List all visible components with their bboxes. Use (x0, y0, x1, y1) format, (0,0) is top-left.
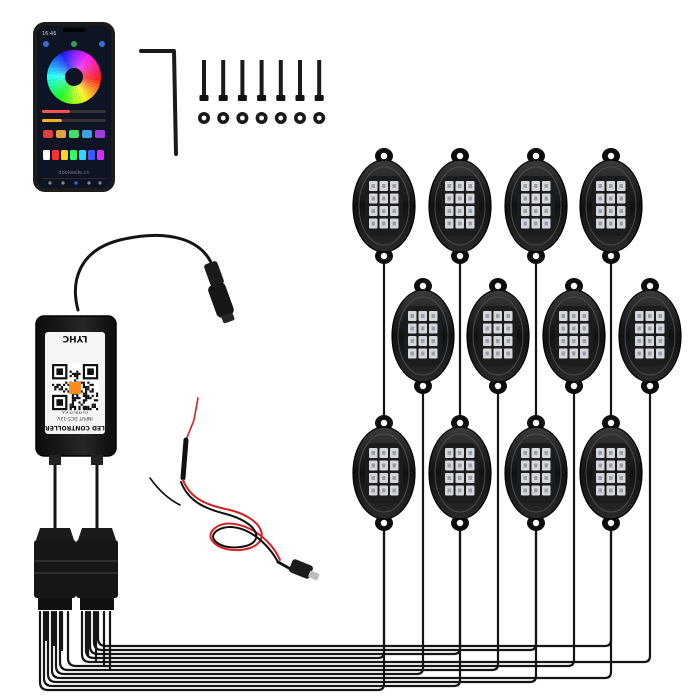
nut (198, 112, 210, 124)
power-icon (71, 41, 77, 47)
speed-slider (42, 119, 106, 122)
nut (313, 112, 326, 124)
pod-wire (96, 529, 613, 648)
led-rock-light-pod (428, 415, 492, 531)
nut (294, 112, 306, 124)
dc-male-plug (289, 559, 320, 581)
led-chip-grid (521, 448, 551, 496)
led-chip-grid (483, 311, 513, 359)
bluetooth-logo (69, 382, 81, 394)
menu-icon (43, 41, 49, 47)
screw (257, 60, 267, 101)
nut (274, 112, 287, 124)
color-swatch (61, 150, 68, 160)
splitter-connector-right (76, 528, 118, 610)
led-rock-light-pod (352, 415, 416, 531)
color-swatch (88, 150, 95, 160)
led-chip-grid (408, 311, 438, 359)
pod-wire (50, 262, 613, 680)
smartphone: 16:46 doolwelle.cn (33, 22, 115, 192)
led-rock-light-pod (579, 415, 643, 531)
color-swatch (52, 150, 59, 160)
led-rock-light-pod (579, 148, 643, 264)
screw (237, 60, 247, 101)
screw (295, 60, 305, 101)
led-chip-grid (369, 448, 399, 496)
settings-icon (99, 41, 105, 47)
led-chip-grid (635, 311, 665, 359)
mode-buttons (43, 130, 105, 138)
mounting-screws (198, 60, 326, 124)
brightness-slider (42, 110, 106, 113)
screw (276, 60, 286, 101)
led-chip-grid (559, 311, 589, 359)
led-rock-light-pod (352, 148, 416, 264)
controller-spec-1: INPUT DC5-12V (56, 415, 92, 421)
led-chip-grid (369, 181, 399, 229)
led-rock-light-pod (391, 278, 455, 394)
color-swatch (79, 150, 86, 160)
power-cable (73, 233, 216, 312)
mode-button (56, 130, 66, 138)
pod-wire (80, 392, 652, 664)
nut (217, 112, 230, 124)
led-rock-light-pod (542, 278, 606, 394)
controller-title: LED CONTROLLER (45, 424, 105, 431)
power-lead (149, 397, 298, 574)
hex-key (139, 49, 178, 156)
led-chip-grid (445, 448, 475, 496)
nut (236, 112, 249, 124)
led-chip-grid (596, 181, 626, 229)
pod-wire-harness (38, 262, 652, 692)
led-chip-grid (596, 448, 626, 496)
color-swatch (43, 150, 50, 160)
splitter-connector-left (34, 528, 76, 610)
color-swatch (97, 150, 104, 160)
mode-button (69, 130, 79, 138)
screw (314, 60, 324, 101)
mode-button (95, 130, 105, 138)
pod-wire (58, 392, 500, 672)
color-swatches (43, 150, 104, 160)
led-rock-light-pod (504, 415, 568, 531)
controller-brand: LYHC (62, 333, 87, 343)
status-time: 16:46 (42, 31, 56, 37)
dc-female-connector (204, 261, 235, 324)
led-rock-light-pod (504, 148, 568, 264)
led-rock-light-pod (466, 278, 530, 394)
rock-light-pods (352, 148, 682, 531)
phone-tab-bar (42, 178, 106, 185)
led-rock-light-pod (618, 278, 682, 394)
led-chip-grid (521, 181, 551, 229)
mode-button (43, 130, 53, 138)
mode-button (82, 130, 92, 138)
nut (255, 112, 268, 124)
pod-wire (92, 529, 538, 652)
screw (218, 60, 228, 101)
led-chip-grid (445, 181, 475, 229)
screw (199, 60, 209, 101)
led-rock-light-pod (428, 148, 492, 264)
phone-footer: doolwelle.cn (58, 170, 89, 176)
color-swatch (70, 150, 77, 160)
led-controller: LED CONTROLLER INPUT DC5-12V OUTPUT 6A L… (35, 315, 117, 532)
